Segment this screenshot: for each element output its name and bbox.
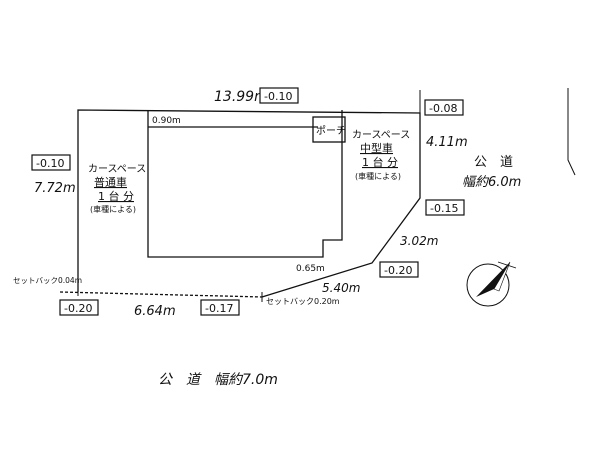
- dim-right: 4.11m: [426, 135, 468, 150]
- svg-text:カースペース: カースペース: [88, 163, 146, 175]
- svg-text:公 道: 公 道: [474, 155, 513, 170]
- svg-text:-0.17: -0.17: [205, 302, 233, 315]
- svg-text:幅約6.0m: 幅約6.0m: [462, 175, 521, 190]
- level-bottom-left: -0.20: [59, 299, 99, 316]
- setback-bottom-note: セットバック0.20m: [266, 297, 340, 306]
- svg-text:1 台 分: 1 台 分: [98, 189, 134, 203]
- porch-label: ポーチ: [316, 125, 346, 137]
- dim-top: 13.99m: [214, 89, 268, 105]
- porch: [312, 116, 346, 143]
- svg-text:-0.20: -0.20: [64, 302, 92, 315]
- svg-text:-0.08: -0.08: [429, 102, 457, 115]
- road-south: 公 道 幅約7.0m: [158, 372, 278, 388]
- setback-left-note: セットバック0.04m: [13, 276, 82, 285]
- svg-text:-0.15: -0.15: [430, 202, 458, 215]
- dim-house-top: 0.90m: [152, 116, 181, 126]
- level-left: -0.10: [31, 154, 71, 171]
- svg-text:-0.10: -0.10: [36, 157, 64, 170]
- svg-text:-0.20: -0.20: [384, 264, 412, 277]
- svg-text:中型車: 中型車: [360, 141, 393, 155]
- svg-text:1 台 分: 1 台 分: [362, 155, 398, 169]
- east-road-edge: [567, 88, 576, 176]
- level-top-right: -0.08: [424, 99, 464, 116]
- road-east: 公 道 幅約6.0m: [462, 155, 521, 190]
- level-bottom-mid: -0.17: [200, 299, 240, 316]
- level-right-mid: -0.15: [425, 199, 465, 216]
- dim-house-bottom: 0.65m: [296, 264, 325, 274]
- level-top: -0.10: [259, 87, 299, 104]
- lot-boundary: [59, 109, 421, 298]
- svg-text:普通車: 普通車: [94, 175, 127, 189]
- svg-text:-0.10: -0.10: [264, 90, 292, 103]
- north-arrow-icon: [466, 261, 517, 307]
- building-footprint: [147, 110, 343, 258]
- parking-left: カースペース 普通車 1 台 分 (車種による): [88, 163, 146, 214]
- dim-left: 7.72m: [34, 181, 76, 196]
- level-bottom-mid-right: -0.20: [379, 261, 419, 278]
- parking-right: カースペース 中型車 1 台 分 (車種による): [352, 129, 410, 181]
- dim-bottom-right: 5.40m: [322, 281, 360, 295]
- svg-text:(車種による): (車種による): [355, 171, 401, 181]
- svg-text:(車種による): (車種による): [90, 204, 136, 214]
- svg-text:カースペース: カースペース: [352, 129, 410, 141]
- dim-diagonal: 3.02m: [400, 234, 438, 248]
- dim-bottom-left: 6.64m: [134, 304, 176, 319]
